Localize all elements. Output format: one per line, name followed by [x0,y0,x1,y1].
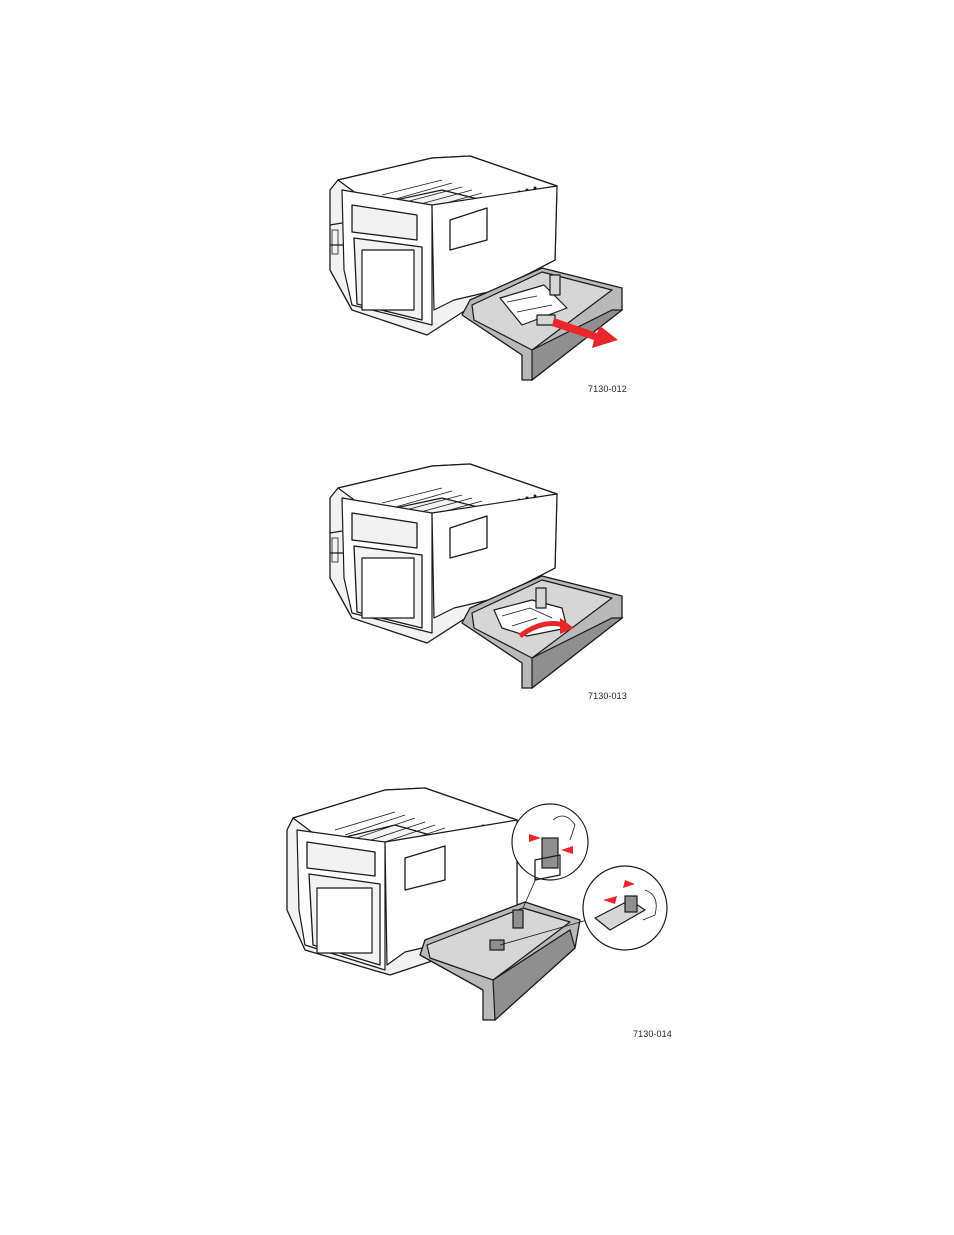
printer-illustration-remove-paper [322,458,632,693]
figure-3-caption: 7130-014 [633,1029,672,1039]
figure-2 [322,458,632,693]
figure-1-caption: 7130-012 [588,384,627,394]
printer-illustration-adjust-guides [285,780,675,1030]
figure-3 [285,780,675,1030]
printer-illustration-pull-paper [322,150,632,385]
figure-1 [322,150,632,385]
figure-2-caption: 7130-013 [588,691,627,701]
